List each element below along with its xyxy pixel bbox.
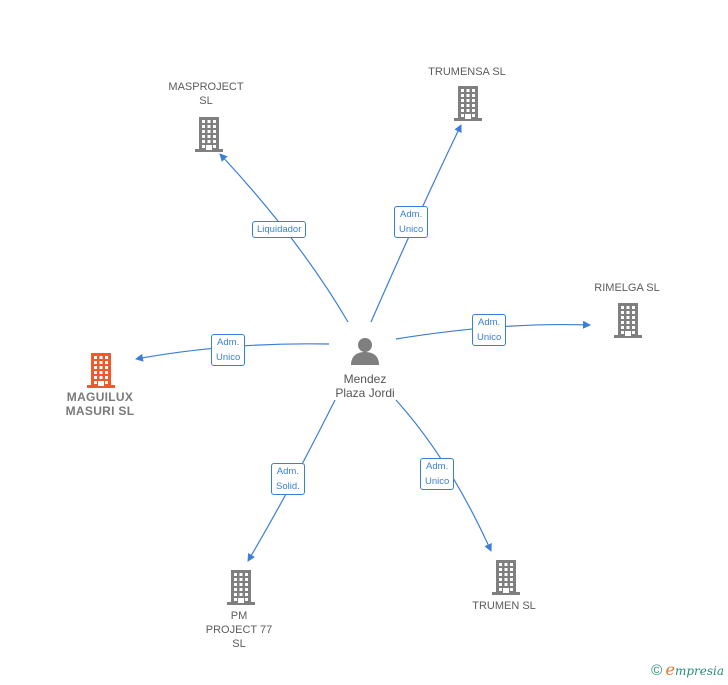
building-icon[interactable] — [193, 116, 225, 157]
copyright-footer: © empresia — [651, 660, 724, 679]
company-name-rimelga[interactable]: RIMELGA SL — [594, 282, 660, 294]
company-name-masproject[interactable]: MASPROJECT SL — [168, 81, 244, 107]
building-icon[interactable] — [490, 559, 522, 600]
building-icon[interactable] — [85, 352, 117, 393]
edge-masproject — [219, 153, 349, 323]
person-icon[interactable] — [349, 335, 381, 367]
building-icon[interactable] — [612, 302, 644, 343]
relation-label-adm-unico[interactable]: Adm. Unico — [420, 458, 455, 490]
relation-label-liquidador[interactable]: Liquidador — [252, 221, 307, 238]
relation-label-adm-unico[interactable]: Adm. Unico — [394, 206, 429, 238]
brand-logo-letter: e — [665, 660, 675, 679]
relation-label-adm-unico[interactable]: Adm. Unico — [211, 334, 246, 366]
building-icon[interactable] — [452, 85, 484, 126]
relation-label-adm-solid[interactable]: Adm. Solid. — [271, 463, 305, 495]
center-person-name[interactable]: Mendez Plaza Jordi — [335, 372, 395, 400]
company-name-trumen[interactable]: TRUMEN SL — [472, 600, 536, 612]
building-icon[interactable] — [225, 569, 257, 610]
copyright-icon: © — [651, 662, 663, 679]
relation-label-adm-unico[interactable]: Adm. Unico — [472, 314, 507, 346]
brand-logo-text: mpresia — [674, 664, 724, 678]
company-name-maguilux[interactable]: MAGUILUX MASURI SL — [65, 390, 135, 418]
company-name-trumensa[interactable]: TRUMENSA SL — [428, 66, 506, 78]
company-name-pmproject[interactable]: PM PROJECT 77 SL — [205, 610, 273, 650]
